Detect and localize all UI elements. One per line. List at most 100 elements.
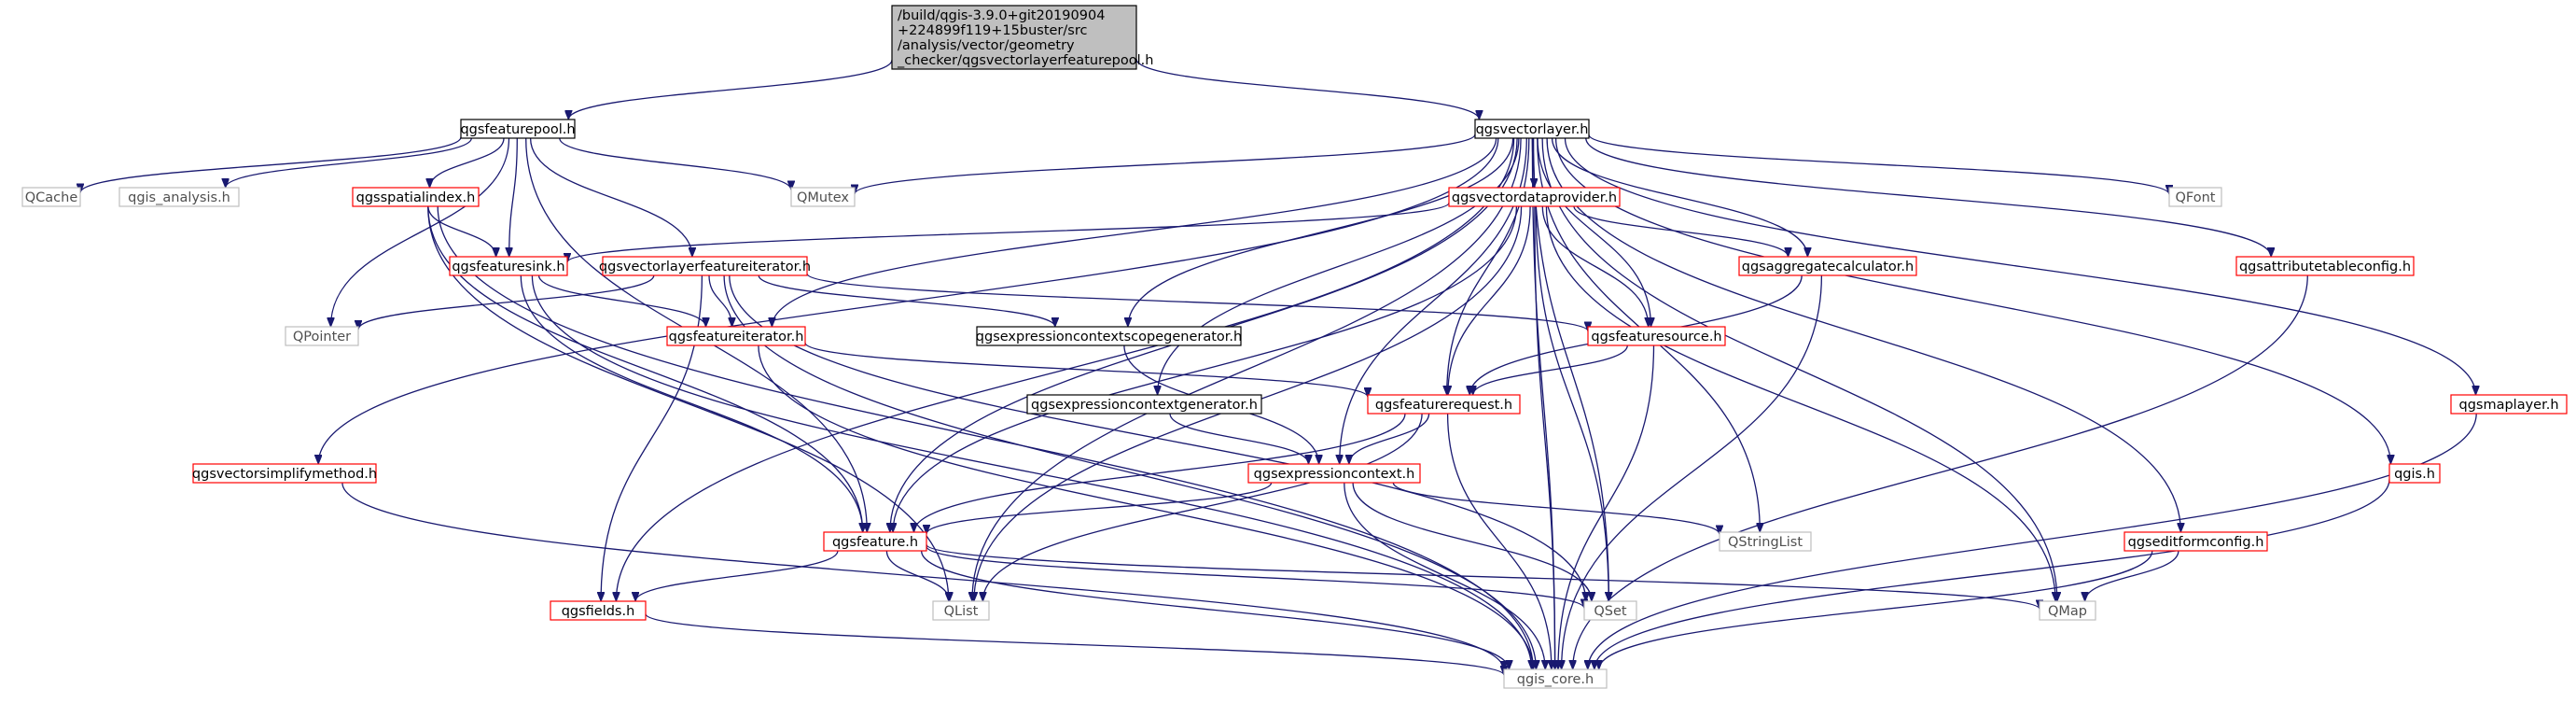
edge-vectordataprovider-to-featuresource xyxy=(1541,205,1648,327)
node-label: QFont xyxy=(2176,190,2216,205)
node-maplayer[interactable]: qgsmaplayer.h xyxy=(2450,394,2568,415)
node-box xyxy=(602,256,808,276)
edge-vectordataprovider-to-feature xyxy=(893,205,1518,532)
node-label: _checker/qgsvectorlayerfeaturepool.h xyxy=(897,53,1153,68)
node-box xyxy=(1247,463,1421,484)
node-featuresink[interactable]: qgsfeaturesink.h xyxy=(449,256,568,276)
node-label: qgsexpressioncontextgenerator.h xyxy=(1031,398,1258,413)
edge-vectorlayer-to-qlist xyxy=(972,137,1522,601)
edge-vectorlayer-to-qgis xyxy=(1554,137,2391,464)
node-label: qgis.h xyxy=(2394,467,2435,482)
edge-featuresink-to-qgis_core xyxy=(531,274,1531,669)
node-qmutex[interactable]: QMutex xyxy=(790,187,856,207)
node-label: qgsvectorlayer.h xyxy=(1476,122,1589,137)
edge-featurerequest-to-exprcontext xyxy=(1349,413,1430,464)
edge-featureiterator-to-featurerequest xyxy=(804,342,1368,397)
node-box xyxy=(285,326,359,346)
edge-root-to-featurepool xyxy=(568,59,893,120)
node-featuresource[interactable]: qgsfeaturesource.h xyxy=(1587,326,1726,346)
node-exprcontext[interactable]: qgsexpressioncontext.h xyxy=(1247,463,1421,484)
node-label: QStringList xyxy=(1728,535,1803,550)
nodes-layer: /build/qgis-3.9.0+git20190904+224899f119… xyxy=(21,5,2568,689)
edge-spatialindex-to-featuresink xyxy=(427,205,496,257)
edge-featurerequest-to-qgis_core xyxy=(1446,413,1552,669)
edge-exprcontext-to-qset xyxy=(1352,482,1592,601)
edge-featurepool-to-spatialindex xyxy=(430,137,505,188)
edge-vectorlayer-to-qmap xyxy=(1541,137,2057,601)
node-qmap[interactable]: QMap xyxy=(2039,600,2096,621)
edge-featurerequest-to-feature xyxy=(914,413,1406,532)
node-box xyxy=(2168,187,2222,207)
edge-vectorlayer-to-exprcontextgen xyxy=(1158,137,1520,395)
node-exprcontextgen[interactable]: qgsexpressioncontextgenerator.h xyxy=(1026,394,1262,415)
node-fields[interactable]: qgsfields.h xyxy=(550,600,647,621)
node-spatialindex[interactable]: qgsspatialindex.h xyxy=(352,187,480,207)
edge-featuresource-to-qgis_core xyxy=(1558,344,1655,669)
node-box xyxy=(891,5,1137,70)
node-vectordataprovider[interactable]: qgsvectordataprovider.h xyxy=(1448,187,1621,207)
node-attributetableconfig[interactable]: qgsattributetableconfig.h xyxy=(2235,256,2415,276)
node-vectorlayer[interactable]: qgsvectorlayer.h xyxy=(1474,119,1590,139)
node-label: qgsspatialindex.h xyxy=(356,190,476,205)
node-qstringlist[interactable]: QStringList xyxy=(1719,531,1812,552)
node-qgis_analysis[interactable]: qgis_analysis.h xyxy=(118,187,240,207)
node-label: qgsattributetableconfig.h xyxy=(2239,260,2411,274)
node-root[interactable]: /build/qgis-3.9.0+git20190904+224899f119… xyxy=(891,5,1153,70)
node-vlfeatureiterator[interactable]: qgsvectorlayerfeatureiterator.h xyxy=(599,256,811,276)
node-box xyxy=(449,256,568,276)
node-qset[interactable]: QSet xyxy=(1583,600,1637,621)
node-label: qgsvectordataprovider.h xyxy=(1452,190,1617,205)
node-box xyxy=(976,326,1242,346)
node-aggregatecalculator[interactable]: qgsaggregatecalculator.h xyxy=(1738,256,1917,276)
node-box xyxy=(790,187,856,207)
edge-vectordataprovider-to-featuresink xyxy=(567,202,1450,262)
edge-maplayer-to-qgis_core xyxy=(1588,413,2477,669)
node-label: /analysis/vector/geometry xyxy=(898,38,1075,53)
edge-feature-to-qgis_core xyxy=(920,550,1510,669)
node-box xyxy=(1738,256,1917,276)
node-simplifymethod[interactable]: qgsvectorsimplifymethod.h xyxy=(192,463,377,484)
node-box xyxy=(1026,394,1262,415)
edge-featurepool-to-qcache xyxy=(80,136,462,193)
node-box xyxy=(666,326,806,346)
edge-exprcontext-to-feature xyxy=(926,482,1273,534)
edge-fields-to-qgis_core xyxy=(645,613,1504,676)
node-box xyxy=(1367,394,1521,415)
node-box xyxy=(192,463,377,484)
node-qlist[interactable]: QList xyxy=(932,600,990,621)
node-qfont[interactable]: QFont xyxy=(2168,187,2222,207)
node-featurerequest[interactable]: qgsfeaturerequest.h xyxy=(1367,394,1521,415)
edge-featureiterator-to-qgis_core xyxy=(758,344,1533,669)
edge-vectorlayer-to-exprscopegen xyxy=(1128,137,1514,327)
node-label: QSet xyxy=(1594,604,1627,619)
node-featurepool[interactable]: qgsfeaturepool.h xyxy=(460,119,576,139)
node-box xyxy=(21,187,81,207)
node-label: QList xyxy=(944,604,979,619)
node-feature[interactable]: qgsfeature.h xyxy=(823,531,927,552)
node-exprscopegen[interactable]: qgsexpressioncontextscopegenerator.h xyxy=(976,326,1242,346)
node-box xyxy=(823,531,927,552)
node-label: qgsaggregatecalculator.h xyxy=(1742,260,1914,274)
node-qpointer[interactable]: QPointer xyxy=(285,326,359,346)
edge-vectorlayer-to-featureiterator xyxy=(772,137,1497,327)
node-editformconfig[interactable]: qgseditformconfig.h xyxy=(2123,531,2268,552)
node-label: qgis_analysis.h xyxy=(128,190,230,205)
edge-vectorlayer-to-fields xyxy=(616,137,1515,601)
edge-featurerequest-to-qlist xyxy=(982,413,1423,601)
node-box xyxy=(2123,531,2268,552)
edge-featurepool-to-qgis_analysis xyxy=(226,137,472,188)
node-featureiterator[interactable]: qgsfeatureiterator.h xyxy=(666,326,806,346)
edge-vlfeatureiterator-to-fields xyxy=(601,274,703,601)
edge-exprcontextgen-to-exprcontext xyxy=(1169,413,1309,464)
edge-attributetableconfig-to-qgis_core xyxy=(1573,274,2308,669)
edge-feature-to-fields xyxy=(635,550,839,601)
edge-vlfeatureiterator-to-exprscopegen xyxy=(758,274,1055,327)
node-box xyxy=(460,119,576,139)
node-box xyxy=(2388,463,2441,484)
node-label: QCache xyxy=(25,190,78,205)
node-qcache[interactable]: QCache xyxy=(21,187,81,207)
edge-vectordataprovider-to-qmap xyxy=(1545,205,2055,601)
node-qgis_core[interactable]: qgis_core.h xyxy=(1503,668,1608,689)
node-qgis[interactable]: qgis.h xyxy=(2388,463,2441,484)
